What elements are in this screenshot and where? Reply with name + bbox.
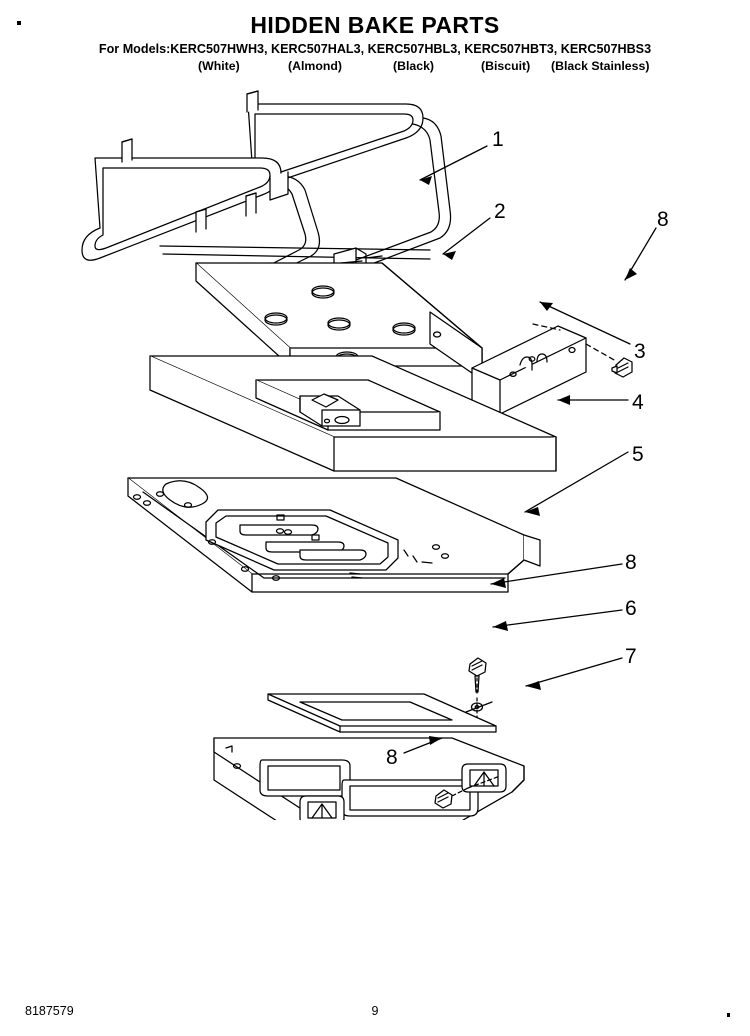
model-color-black-stainless: (Black Stainless) [551, 59, 650, 73]
registration-mark-bottom-right [727, 1013, 730, 1017]
leader-7 [525, 657, 623, 687]
leader-3 [539, 301, 631, 345]
callout-8-upper: 8 [657, 208, 669, 231]
callout-numbers: 1 2 3 4 5 6 7 8 8 8 [386, 128, 669, 769]
model-colors-row: (White) (Almond) (Black) (Biscuit) (Blac… [0, 59, 750, 75]
publication-number: 8187579 [25, 1004, 74, 1018]
part-8-screw-upper [611, 357, 633, 378]
model-color-black: (Black) [393, 59, 435, 73]
part-4-insulation-block [149, 355, 557, 472]
model-list-line: For Models:KERC507HWH3, KERC507HAL3, KER… [98, 42, 652, 56]
callout-5: 5 [632, 443, 644, 466]
leader-2 [442, 217, 491, 255]
leader-5 [524, 451, 629, 513]
exploded-parts-diagram: 1 2 3 4 5 6 7 8 8 8 [0, 80, 750, 820]
part-5-oven-bottom-panel [127, 477, 541, 593]
document-header: HIDDEN BAKE PARTS For Models:KERC507HWH3… [0, 12, 750, 75]
model-color-biscuit: (Biscuit) [481, 59, 531, 73]
leader-1 [419, 145, 488, 181]
model-color-almond: (Almond) [288, 59, 342, 73]
callout-1: 1 [492, 128, 504, 151]
callout-8-middle: 8 [625, 551, 637, 574]
part-7-lower-bottom-panel [213, 693, 525, 820]
leader-6 [492, 609, 623, 628]
part-1-bake-element [81, 90, 452, 293]
part-8-screw-middle [468, 657, 487, 697]
callout-6: 6 [625, 597, 637, 620]
page-title: HIDDEN BAKE PARTS [250, 12, 500, 38]
callout-4: 4 [632, 391, 644, 414]
callout-3: 3 [634, 340, 646, 363]
page-number: 9 [371, 1004, 379, 1018]
page-footer: 8187579 9 [0, 1004, 750, 1024]
callout-7: 7 [625, 645, 637, 668]
registration-mark-top-left [17, 21, 21, 25]
diagram-canvas: 1 2 3 4 5 6 7 8 8 8 [81, 90, 669, 820]
callout-8-lower: 8 [386, 746, 398, 769]
leader-8-middle [490, 563, 623, 585]
callout-leaders [403, 145, 657, 754]
callout-2: 2 [494, 200, 506, 223]
model-color-white: (White) [198, 59, 240, 73]
